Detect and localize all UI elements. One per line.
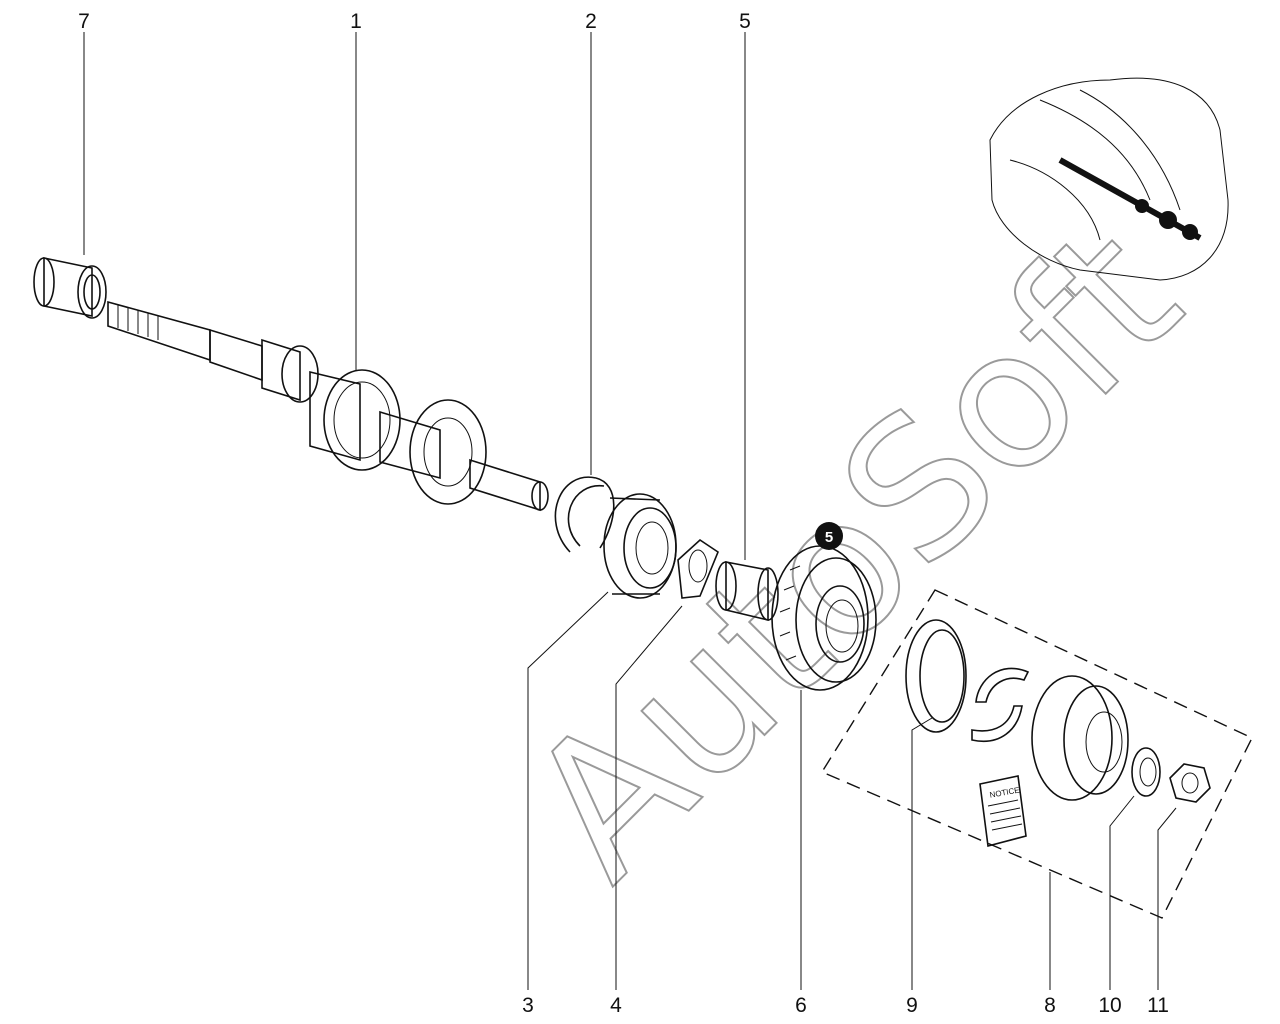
callout-5-badge [815, 522, 843, 550]
part-2-circlip [554, 476, 615, 553]
notice-leaflet-label: NOTICE [989, 786, 1020, 800]
callout-9: 9 [906, 994, 918, 1017]
callout-11: 11 [1147, 994, 1169, 1017]
part-4-thrust-washer [677, 538, 719, 599]
callout-10: 10 [1098, 994, 1121, 1017]
part-9-synchro-ring [905, 619, 967, 733]
callout-numbers: 7 1 2 5 3 4 6 9 8 10 11 [78, 10, 1169, 1017]
kit-notice-leaflet: NOTICE [979, 775, 1027, 848]
callout-1: 1 [350, 10, 362, 33]
callout-4: 4 [610, 994, 622, 1017]
leader-lines [83, 32, 1177, 990]
kit-synchro-hub [1031, 675, 1129, 801]
part-8-kit-outline [820, 589, 1253, 919]
kit-half-clips [971, 667, 1030, 743]
part-10-washer [1131, 747, 1161, 797]
part-3-ball-bearing [603, 493, 677, 599]
callout-2: 2 [585, 10, 597, 33]
part-5-sleeve [715, 561, 779, 622]
part-1-input-shaft [107, 300, 549, 512]
callout-5-badge-label: 5 [825, 529, 833, 546]
part-7-needle-bearing [33, 257, 107, 319]
callout-7: 7 [78, 10, 90, 33]
callout-6: 6 [795, 994, 807, 1017]
callout-8: 8 [1044, 994, 1056, 1017]
callout-5: 5 [739, 10, 751, 33]
gearbox-thumbnail [989, 77, 1229, 281]
callout-3: 3 [522, 994, 534, 1017]
part-11-nut [1169, 763, 1211, 803]
watermark-text: AutoSoft [487, 186, 1220, 919]
